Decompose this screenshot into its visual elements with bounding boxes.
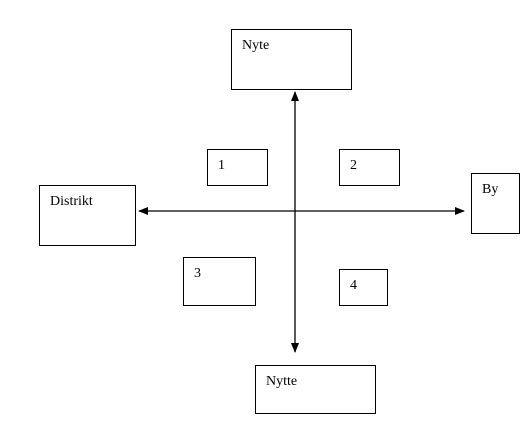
quadrant-2-box: 2 [339, 149, 400, 186]
top-label: Nyte [242, 38, 270, 53]
top-box: Nyte [231, 29, 352, 90]
quadrant-1-label: 1 [218, 158, 225, 173]
quadrant-4-label: 4 [350, 278, 357, 293]
quadrant-4-box: 4 [339, 269, 388, 306]
right-label: By [482, 182, 499, 197]
quadrant-2-label: 2 [350, 158, 357, 173]
right-box: By [471, 173, 520, 234]
left-box: Distrikt [39, 185, 136, 246]
left-label: Distrikt [50, 194, 93, 209]
quadrant-3-label: 3 [194, 266, 201, 281]
quadrant-1-box: 1 [207, 149, 268, 186]
bottom-box: Nytte [255, 365, 376, 414]
quadrant-3-box: 3 [183, 257, 256, 306]
bottom-label: Nytte [266, 374, 298, 389]
